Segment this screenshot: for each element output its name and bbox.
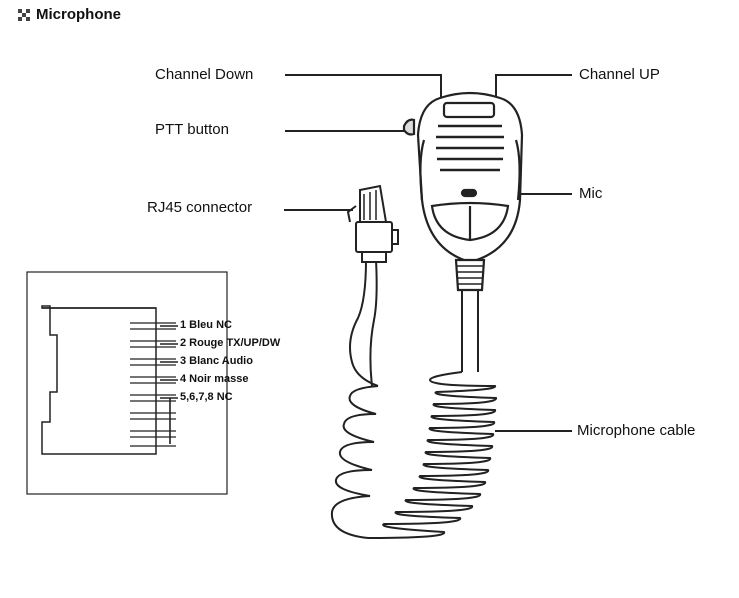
label-rj45-connector: RJ45 connector: [147, 199, 253, 216]
rj45-plug: [346, 184, 399, 263]
pin-label: 4 Noir masse: [180, 373, 249, 385]
label-microphone-cable: Microphone cable: [577, 422, 696, 439]
section-title: Microphone: [36, 6, 121, 23]
label-channel-down: Channel Down: [155, 66, 254, 83]
label-mic: Mic: [579, 185, 603, 202]
label-channel-up: Channel UP: [579, 66, 660, 83]
pin-label: 5,6,7,8 NC: [180, 391, 233, 403]
rj45-pinout-box: [26, 271, 228, 495]
pin-label: 2 Rouge TX/UP/DW: [180, 337, 281, 349]
grid-bullet-icon: [18, 8, 30, 21]
channel-down-leader: [285, 74, 442, 102]
coiled-cable: [330, 259, 497, 539]
cable-straight: [461, 290, 479, 372]
pin-label: 1 Bleu NC: [180, 319, 232, 331]
section-heading: Microphone: [18, 6, 121, 23]
label-ptt-button: PTT button: [155, 121, 229, 138]
channel-up-leader: [495, 74, 572, 102]
microphone-body: [402, 91, 524, 292]
pin-label: 3 Blanc Audio: [180, 355, 253, 367]
